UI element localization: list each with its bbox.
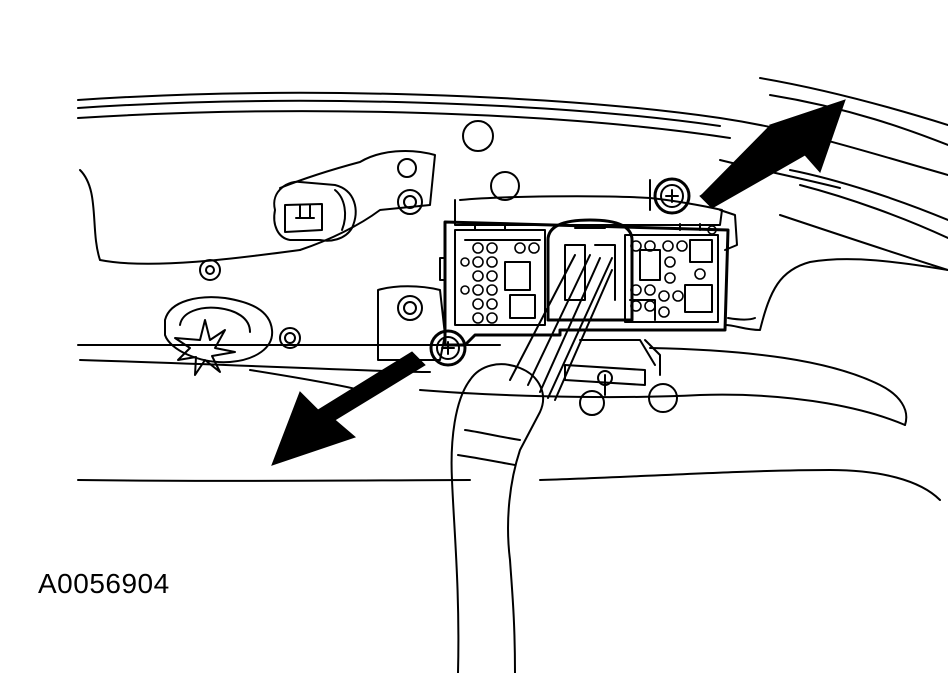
arrow-icon	[699, 99, 846, 209]
figure-id-label: A0056904	[38, 568, 170, 599]
bulb-socket-lower	[164, 296, 301, 376]
lower-clip	[564, 339, 678, 416]
lower-panel-lines	[77, 343, 941, 501]
screw-icon	[649, 177, 691, 215]
terminal-pins	[460, 225, 717, 324]
bulb-socket	[273, 180, 357, 242]
switch-housing	[439, 220, 730, 347]
switch-bracket	[377, 195, 948, 361]
mounting-bracket	[79, 120, 520, 281]
screw-icon	[429, 329, 467, 367]
panel-contour-lines	[77, 77, 948, 271]
arrow-icon	[271, 351, 426, 466]
electrical-connector	[546, 218, 634, 322]
